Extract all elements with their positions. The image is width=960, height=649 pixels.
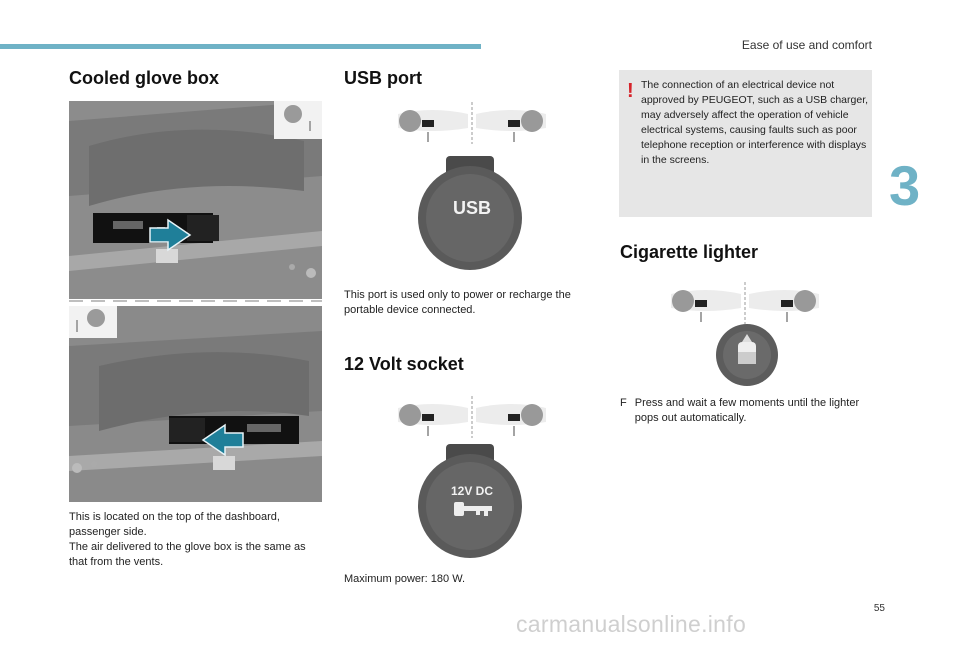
section-label: Ease of use and comfort xyxy=(741,38,872,52)
12v-socket-cap-image xyxy=(418,444,522,558)
glove-box-photo-closed xyxy=(69,101,322,299)
steering-position-icon-2 xyxy=(398,396,546,438)
steering-position-icon xyxy=(398,102,546,144)
lighter-instruction-text: Press and wait a few moments until the l… xyxy=(634,397,860,424)
glove-box-photo-open xyxy=(69,306,322,502)
warning-text: The connection of an electrical device n… xyxy=(641,79,869,166)
warning-box: ! The connection of an electrical device… xyxy=(619,70,872,217)
watermark: carmanualsonline.info xyxy=(516,611,747,637)
usb-port-cap-image xyxy=(418,156,522,270)
dashed-divider xyxy=(69,300,322,302)
steering-position-icon-3 xyxy=(671,282,819,324)
cigarette-lighter-icon xyxy=(716,324,778,386)
usb-description: This port is used only to power or recha… xyxy=(344,289,571,316)
glove-box-description-1: This is located on the top of the dashbo… xyxy=(69,511,280,538)
glove-box-illustration-bottom xyxy=(69,306,322,502)
glove-box-description-2: The air delivered to the glove box is th… xyxy=(69,541,306,568)
socket-cap-label: 12V DC xyxy=(450,484,494,498)
socket-max-power: Maximum power: 180 W. xyxy=(344,573,466,585)
bullet-icon: F xyxy=(620,397,627,409)
arrow-left-icon xyxy=(201,423,244,457)
cigarette-lighter-title: Cigarette lighter xyxy=(620,242,759,262)
glove-box-illustration-top xyxy=(69,101,322,299)
arrow-right-icon xyxy=(149,218,192,252)
header-accent-bar xyxy=(0,44,481,49)
lighter-instruction: F Press and wait a few moments until the… xyxy=(620,396,865,426)
chapter-number: 3 xyxy=(889,154,921,217)
glove-box-title: Cooled glove box xyxy=(69,68,220,88)
socket-title: 12 Volt socket xyxy=(344,354,464,374)
exclamation-icon: ! xyxy=(627,80,634,102)
page-number: 55 xyxy=(873,603,885,614)
usb-port-title: USB port xyxy=(344,68,422,88)
usb-cap-label: USB xyxy=(452,198,491,218)
